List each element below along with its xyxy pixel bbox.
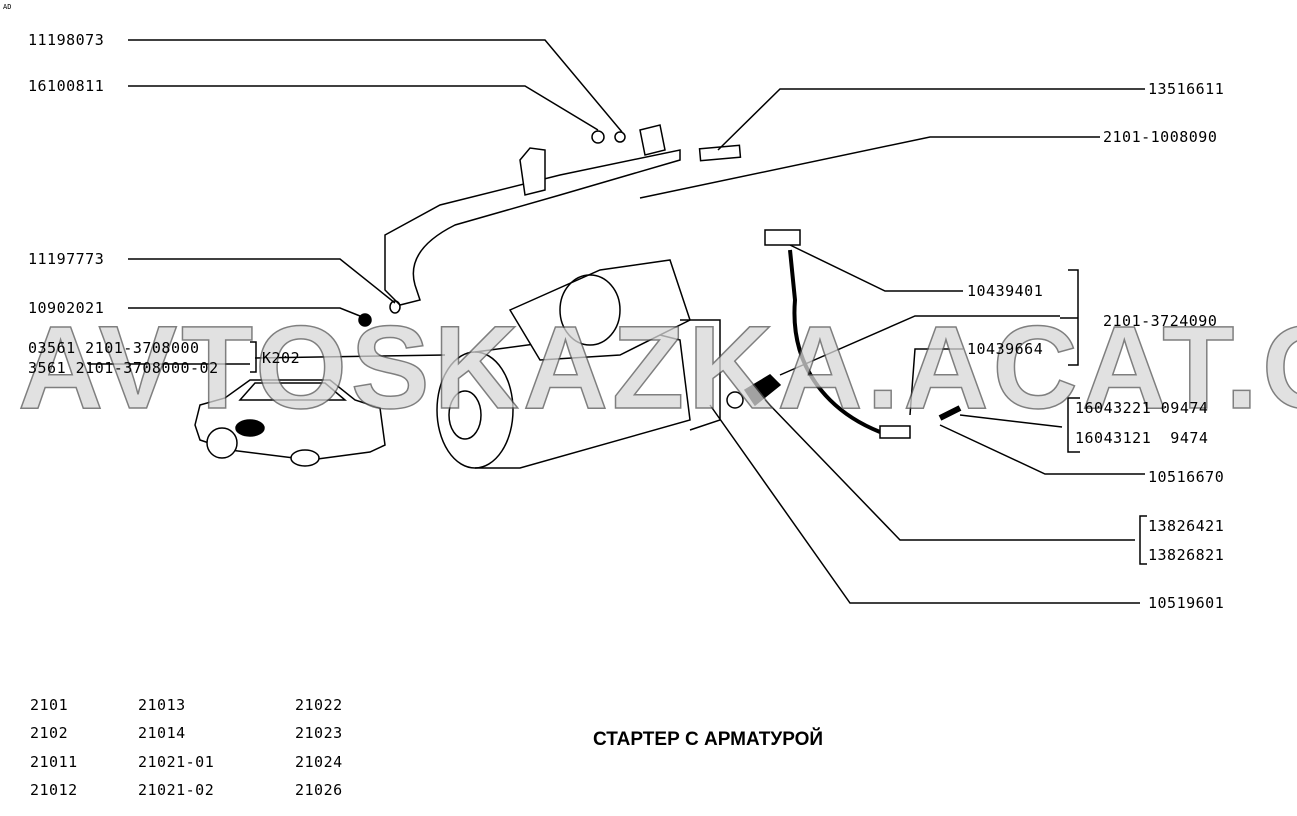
part-label: 10439664	[967, 340, 1044, 358]
part-label: 10516670	[1148, 468, 1225, 486]
corner-mark: AD	[3, 3, 12, 11]
model-code: 21013	[138, 696, 186, 714]
starter-motor-drawing	[358, 229, 962, 469]
part-label: 13516611	[1148, 80, 1225, 98]
model-code: 2102	[30, 724, 69, 742]
part-label: 16043221 09474	[1075, 399, 1209, 417]
part-label: 16043121 9474	[1075, 429, 1209, 447]
model-code: 21011	[30, 753, 78, 771]
part-label: 2101-1008090	[1103, 128, 1218, 146]
assembly-label: 3561 2101-3708000-02	[28, 359, 219, 377]
model-code: 2101	[30, 696, 69, 714]
part-label: 16100811	[28, 77, 105, 95]
model-code: 21022	[295, 696, 343, 714]
model-code: 21014	[138, 724, 186, 742]
model-code: 21024	[295, 753, 343, 771]
leader-lines	[88, 39, 1147, 604]
part-label: 13826421	[1148, 517, 1225, 535]
model-code: 21012	[30, 781, 78, 799]
assembly-label: 03561 2101-3708000	[28, 339, 200, 357]
watermark: AVTOSKAZKA.ACAT.ONLINE	[17, 301, 1297, 435]
model-code: 21021-01	[138, 753, 215, 771]
model-code: 21023	[295, 724, 343, 742]
assembly-label: K202	[262, 349, 301, 367]
part-label: 10519601	[1148, 594, 1225, 612]
heat-shield-drawing	[384, 124, 742, 306]
part-label: 2101-3724090	[1103, 312, 1218, 330]
car-drawing	[194, 379, 386, 467]
model-code: 21026	[295, 781, 343, 799]
part-label: 11198073	[28, 31, 105, 49]
diagram-title: СТАРТЕР С АРМАТУРОЙ	[593, 729, 824, 750]
part-label: 11197773	[28, 250, 105, 268]
model-code: 21021-02	[138, 781, 215, 799]
part-label: 13826821	[1148, 546, 1225, 564]
part-label: 10439401	[967, 282, 1044, 300]
part-label: 10902021	[28, 299, 105, 317]
